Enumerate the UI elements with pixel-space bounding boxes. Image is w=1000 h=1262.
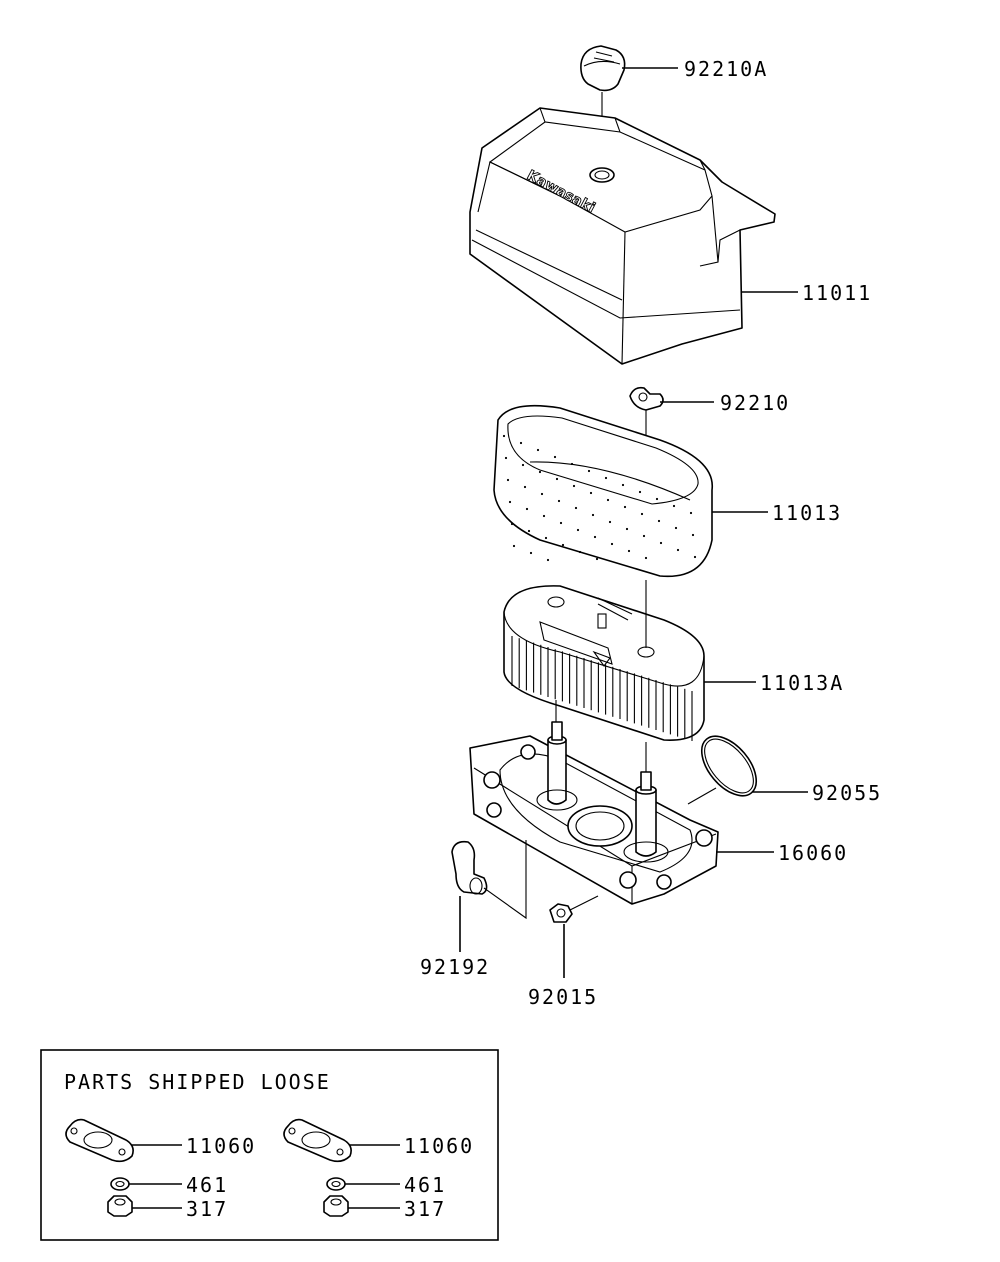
- foam-texture-dot: [604, 476, 608, 480]
- foam-texture-dot: [553, 455, 557, 459]
- cap-knob-part: [580, 45, 678, 168]
- foam-texture-dot: [638, 490, 642, 494]
- foam-texture-dot: [572, 484, 576, 488]
- foam-texture-dot: [691, 533, 695, 537]
- nut-part: [549, 895, 599, 978]
- callout-11013: 11013: [772, 501, 842, 525]
- foam-texture-dot: [559, 521, 563, 525]
- foam-texture-dot: [606, 498, 610, 502]
- foam-texture-dot: [544, 536, 548, 540]
- foam-texture-dot: [693, 555, 697, 559]
- foam-texture-dot: [623, 505, 627, 509]
- foam-texture-dot: [657, 519, 661, 523]
- loose-set-1-nut: 317: [186, 1197, 228, 1221]
- foam-texture-dot: [557, 499, 561, 503]
- base-part: [469, 700, 774, 905]
- foam-texture-dot: [625, 527, 629, 531]
- foam-texture-dot: [642, 534, 646, 538]
- foam-texture-dot: [608, 520, 612, 524]
- foam-texture-dot: [529, 551, 533, 555]
- foam-texture-dot: [555, 477, 559, 481]
- foam-texture-dot: [525, 507, 529, 511]
- foam-texture-dot: [644, 556, 648, 560]
- o-ring-part: [687, 735, 808, 805]
- cover-part: Kawasaki: [469, 107, 798, 365]
- foam-texture-dot: [521, 463, 525, 467]
- foam-texture-dot: [610, 542, 614, 546]
- foam-texture-dot: [587, 469, 591, 473]
- foam-texture-dot: [527, 529, 531, 533]
- foam-texture-dot: [510, 522, 514, 526]
- foam-texture-dot: [595, 557, 599, 561]
- foam-texture-dot: [591, 513, 595, 517]
- loose-set-1-gasket: 11060: [186, 1134, 256, 1158]
- foam-texture-dot: [504, 456, 508, 460]
- callout-92015: 92015: [528, 985, 598, 1009]
- foam-texture-dot: [621, 483, 625, 487]
- callout-92210a: 92210A: [684, 57, 768, 81]
- loose-set-2: [283, 1118, 400, 1217]
- loose-set-1: [65, 1118, 182, 1217]
- loose-set-2-washer: 461: [404, 1173, 446, 1197]
- foam-texture-dot: [502, 434, 506, 438]
- foam-texture-dot: [676, 548, 680, 552]
- foam-texture-dot: [506, 478, 510, 482]
- foam-texture-dot: [512, 544, 516, 548]
- loose-box-title: PARTS SHIPPED LOOSE: [64, 1070, 331, 1094]
- callout-92055: 92055: [812, 781, 882, 805]
- foam-texture-dot: [570, 462, 574, 466]
- loose-set-1-washer: 461: [186, 1173, 228, 1197]
- foam-texture-dot: [627, 549, 631, 553]
- loose-set-2-gasket: 11060: [404, 1134, 474, 1158]
- callout-11013a: 11013A: [760, 671, 844, 695]
- foam-texture-dot: [519, 441, 523, 445]
- loose-set-2-nut: 317: [404, 1197, 446, 1221]
- foam-texture-dot: [508, 500, 512, 504]
- foam-texture-dot: [536, 448, 540, 452]
- foam-texture-dot: [523, 485, 527, 489]
- foam-texture-dot: [574, 506, 578, 510]
- foam-texture-dot: [589, 491, 593, 495]
- parts-shipped-loose-box: PARTS SHIPPED LOOSE 11060 461 317: [40, 1049, 499, 1241]
- callout-92210: 92210: [720, 391, 790, 415]
- foam-texture-dot: [542, 514, 546, 518]
- callout-16060: 16060: [778, 841, 848, 865]
- foam-texture-dot: [659, 541, 663, 545]
- foam-texture-dot: [561, 543, 565, 547]
- foam-texture-dot: [540, 492, 544, 496]
- foam-texture-dot: [689, 511, 693, 515]
- foam-texture-dot: [655, 497, 659, 501]
- foam-texture-dot: [674, 526, 678, 530]
- callout-11011: 11011: [802, 281, 872, 305]
- foam-texture-dot: [576, 528, 580, 532]
- elbow-part: [451, 840, 527, 952]
- callout-92192: 92192: [420, 955, 490, 979]
- foam-texture-dot: [640, 512, 644, 516]
- foam-texture-dot: [578, 550, 582, 554]
- foam-texture-dot: [593, 535, 597, 539]
- paper-element-part: [503, 580, 756, 741]
- foam-texture-dot: [546, 558, 550, 562]
- foam-texture-dot: [672, 504, 676, 508]
- foam-texture-dot: [538, 470, 542, 474]
- foam-element-part: [493, 404, 768, 578]
